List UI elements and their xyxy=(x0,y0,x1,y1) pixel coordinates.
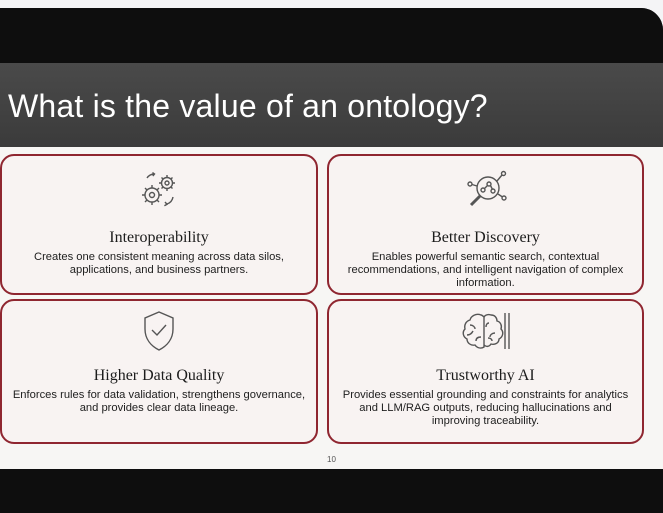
bottom-black-bar xyxy=(0,469,663,513)
magnifier-network-icon xyxy=(466,170,507,207)
screen: What is the value of an ontology? Inter xyxy=(0,8,663,513)
card-description: Enables powerful semantic search, contex… xyxy=(347,251,624,289)
card-higher-data-quality: Higher Data Quality Enforces rules for d… xyxy=(0,299,318,444)
card-interoperability: Interoperability Creates one consistent … xyxy=(0,154,318,295)
slide-body: Interoperability Creates one consistent … xyxy=(0,147,663,469)
top-black-bar xyxy=(0,8,663,63)
gears-icon xyxy=(142,171,175,207)
card-title: Interoperability xyxy=(109,229,209,246)
card-description: Provides essential grounding and constra… xyxy=(342,389,629,427)
title-band: What is the value of an ontology? xyxy=(0,63,663,147)
page-number: 10 xyxy=(327,455,336,464)
card-description: Creates one consistent meaning across da… xyxy=(34,251,284,276)
card-title: Better Discovery xyxy=(431,229,540,246)
brain-circuit-icon xyxy=(462,313,510,349)
card-title: Higher Data Quality xyxy=(93,367,225,384)
shield-check-icon xyxy=(144,311,174,351)
card-title: Trustworthy AI xyxy=(436,367,535,384)
card-trustworthy-ai: Trustworthy AI Provides essential ground… xyxy=(327,299,644,444)
card-description: Enforces rules for data validation, stre… xyxy=(12,389,306,414)
slide-title: What is the value of an ontology? xyxy=(8,88,488,124)
card-better-discovery: Better Discovery Enables powerful semant… xyxy=(327,154,644,295)
